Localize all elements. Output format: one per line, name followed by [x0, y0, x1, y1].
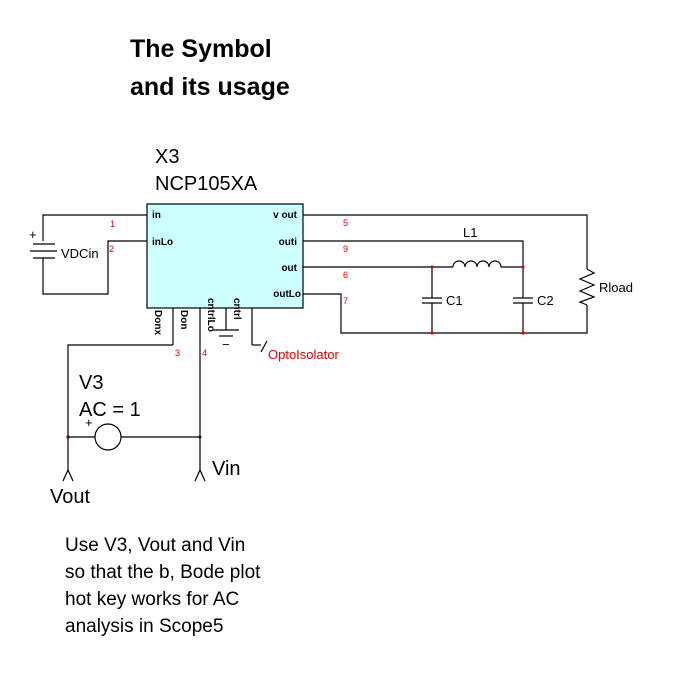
ground-icon	[213, 329, 239, 337]
vdc-label: VDCin	[61, 246, 99, 261]
node-5: 5	[343, 218, 348, 228]
pin-donx: Donx	[152, 310, 163, 335]
node-3: 3	[175, 348, 180, 358]
node-2: 2	[109, 244, 114, 254]
note-line-1: Use V3, Vout and Vin	[65, 535, 245, 556]
junction	[521, 265, 525, 269]
node-7: 7	[343, 296, 348, 306]
battery-icon	[30, 243, 57, 262]
wire-node-1	[42, 214, 147, 241]
note-line-3: hot key works for AC	[65, 589, 239, 610]
probe-vin-icon	[194, 468, 206, 482]
vout-label: Vout	[50, 486, 90, 508]
c1-label: C1	[446, 293, 463, 308]
vdc-plus: +	[29, 227, 37, 242]
opto-label: OptoIsolator	[268, 347, 339, 362]
component-part: NCP105XA	[155, 173, 258, 195]
note-line-4: analysis in Scope5	[65, 616, 223, 637]
ground-minus: −	[222, 337, 230, 352]
component-ref: X3	[155, 146, 179, 168]
opto-slash-icon	[260, 340, 268, 353]
c2-label: C2	[537, 293, 554, 308]
wire-node-3	[67, 344, 173, 470]
vin-label: Vin	[212, 458, 241, 480]
pin-outi: outi	[279, 237, 298, 248]
note-line-2: so that the b, Bode plot	[65, 562, 261, 583]
probe-vout-icon	[62, 468, 74, 482]
resistor-icon	[578, 268, 596, 306]
pin-inlo: inLo	[152, 237, 173, 248]
pin-vout: v out	[273, 210, 298, 221]
pin-out: out	[281, 263, 297, 274]
wire-node-2	[42, 240, 147, 295]
wire-node-5	[303, 214, 588, 269]
pin-outlo: outLo	[273, 289, 301, 300]
wire-node-7	[303, 293, 588, 334]
junction	[430, 331, 434, 335]
node-4: 4	[202, 348, 207, 358]
v3-plus: +	[85, 415, 93, 430]
node-1: 1	[110, 219, 115, 229]
junction	[430, 265, 434, 269]
node-9: 9	[343, 244, 348, 254]
rload-label: Rload	[599, 280, 633, 295]
pin-cntrllo: cntrlLo	[205, 298, 216, 332]
pin-cntrl: cntrl	[231, 298, 242, 320]
capacitor-c1-icon	[422, 267, 442, 333]
capacitor-c2-icon	[513, 267, 533, 333]
title-line-2: and its usage	[130, 73, 290, 101]
component-body[interactable]	[146, 203, 304, 309]
v3-name: V3	[79, 372, 103, 394]
v3-value: AC = 1	[79, 399, 141, 421]
inductor-icon	[452, 260, 523, 268]
title-line-1: The Symbol	[130, 35, 272, 63]
pin-in: in	[152, 210, 161, 221]
ac-source-icon[interactable]	[94, 423, 122, 451]
inductor-label: L1	[463, 225, 477, 240]
junction	[521, 331, 525, 335]
wire-node-9	[303, 240, 524, 267]
pin-don: Don	[178, 310, 189, 329]
node-6: 6	[343, 270, 348, 280]
